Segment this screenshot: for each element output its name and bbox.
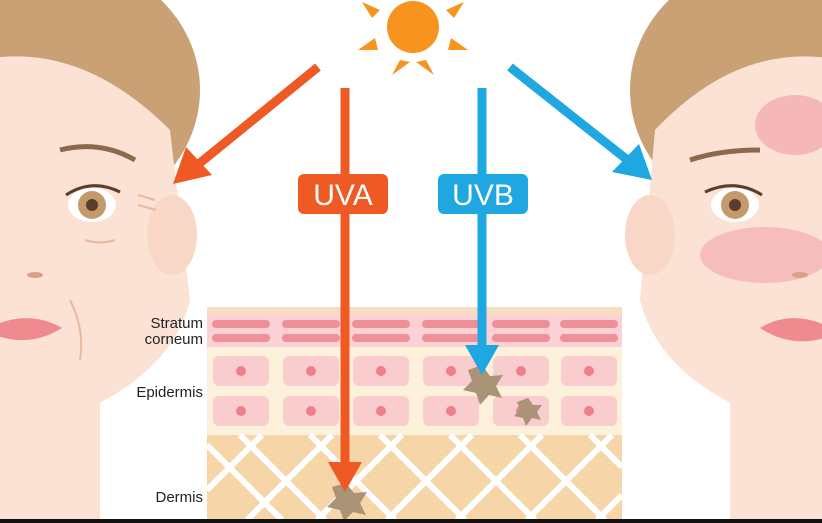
sun-icon bbox=[358, 1, 468, 75]
bottom-border bbox=[0, 519, 822, 523]
melanin-spot bbox=[514, 398, 542, 426]
left-face-aged bbox=[0, 0, 200, 523]
label-epidermis: Epidermis bbox=[136, 384, 203, 401]
uva-label: UVA bbox=[313, 179, 372, 212]
skin-cross-section bbox=[204, 307, 625, 523]
melanin-spot bbox=[463, 365, 503, 405]
label-corneum: corneum bbox=[145, 331, 203, 348]
uvb-label-badge: UVB bbox=[438, 174, 528, 214]
label-stratum: Stratum bbox=[150, 315, 203, 332]
uvb-label: UVB bbox=[452, 179, 514, 212]
melanin-spot bbox=[327, 483, 367, 521]
uva-arrows bbox=[173, 63, 362, 492]
right-face-sunburned bbox=[625, 0, 822, 523]
uvb-arrows bbox=[465, 63, 652, 375]
label-dermis: Dermis bbox=[156, 489, 204, 506]
uva-label-badge: UVA bbox=[298, 174, 388, 214]
